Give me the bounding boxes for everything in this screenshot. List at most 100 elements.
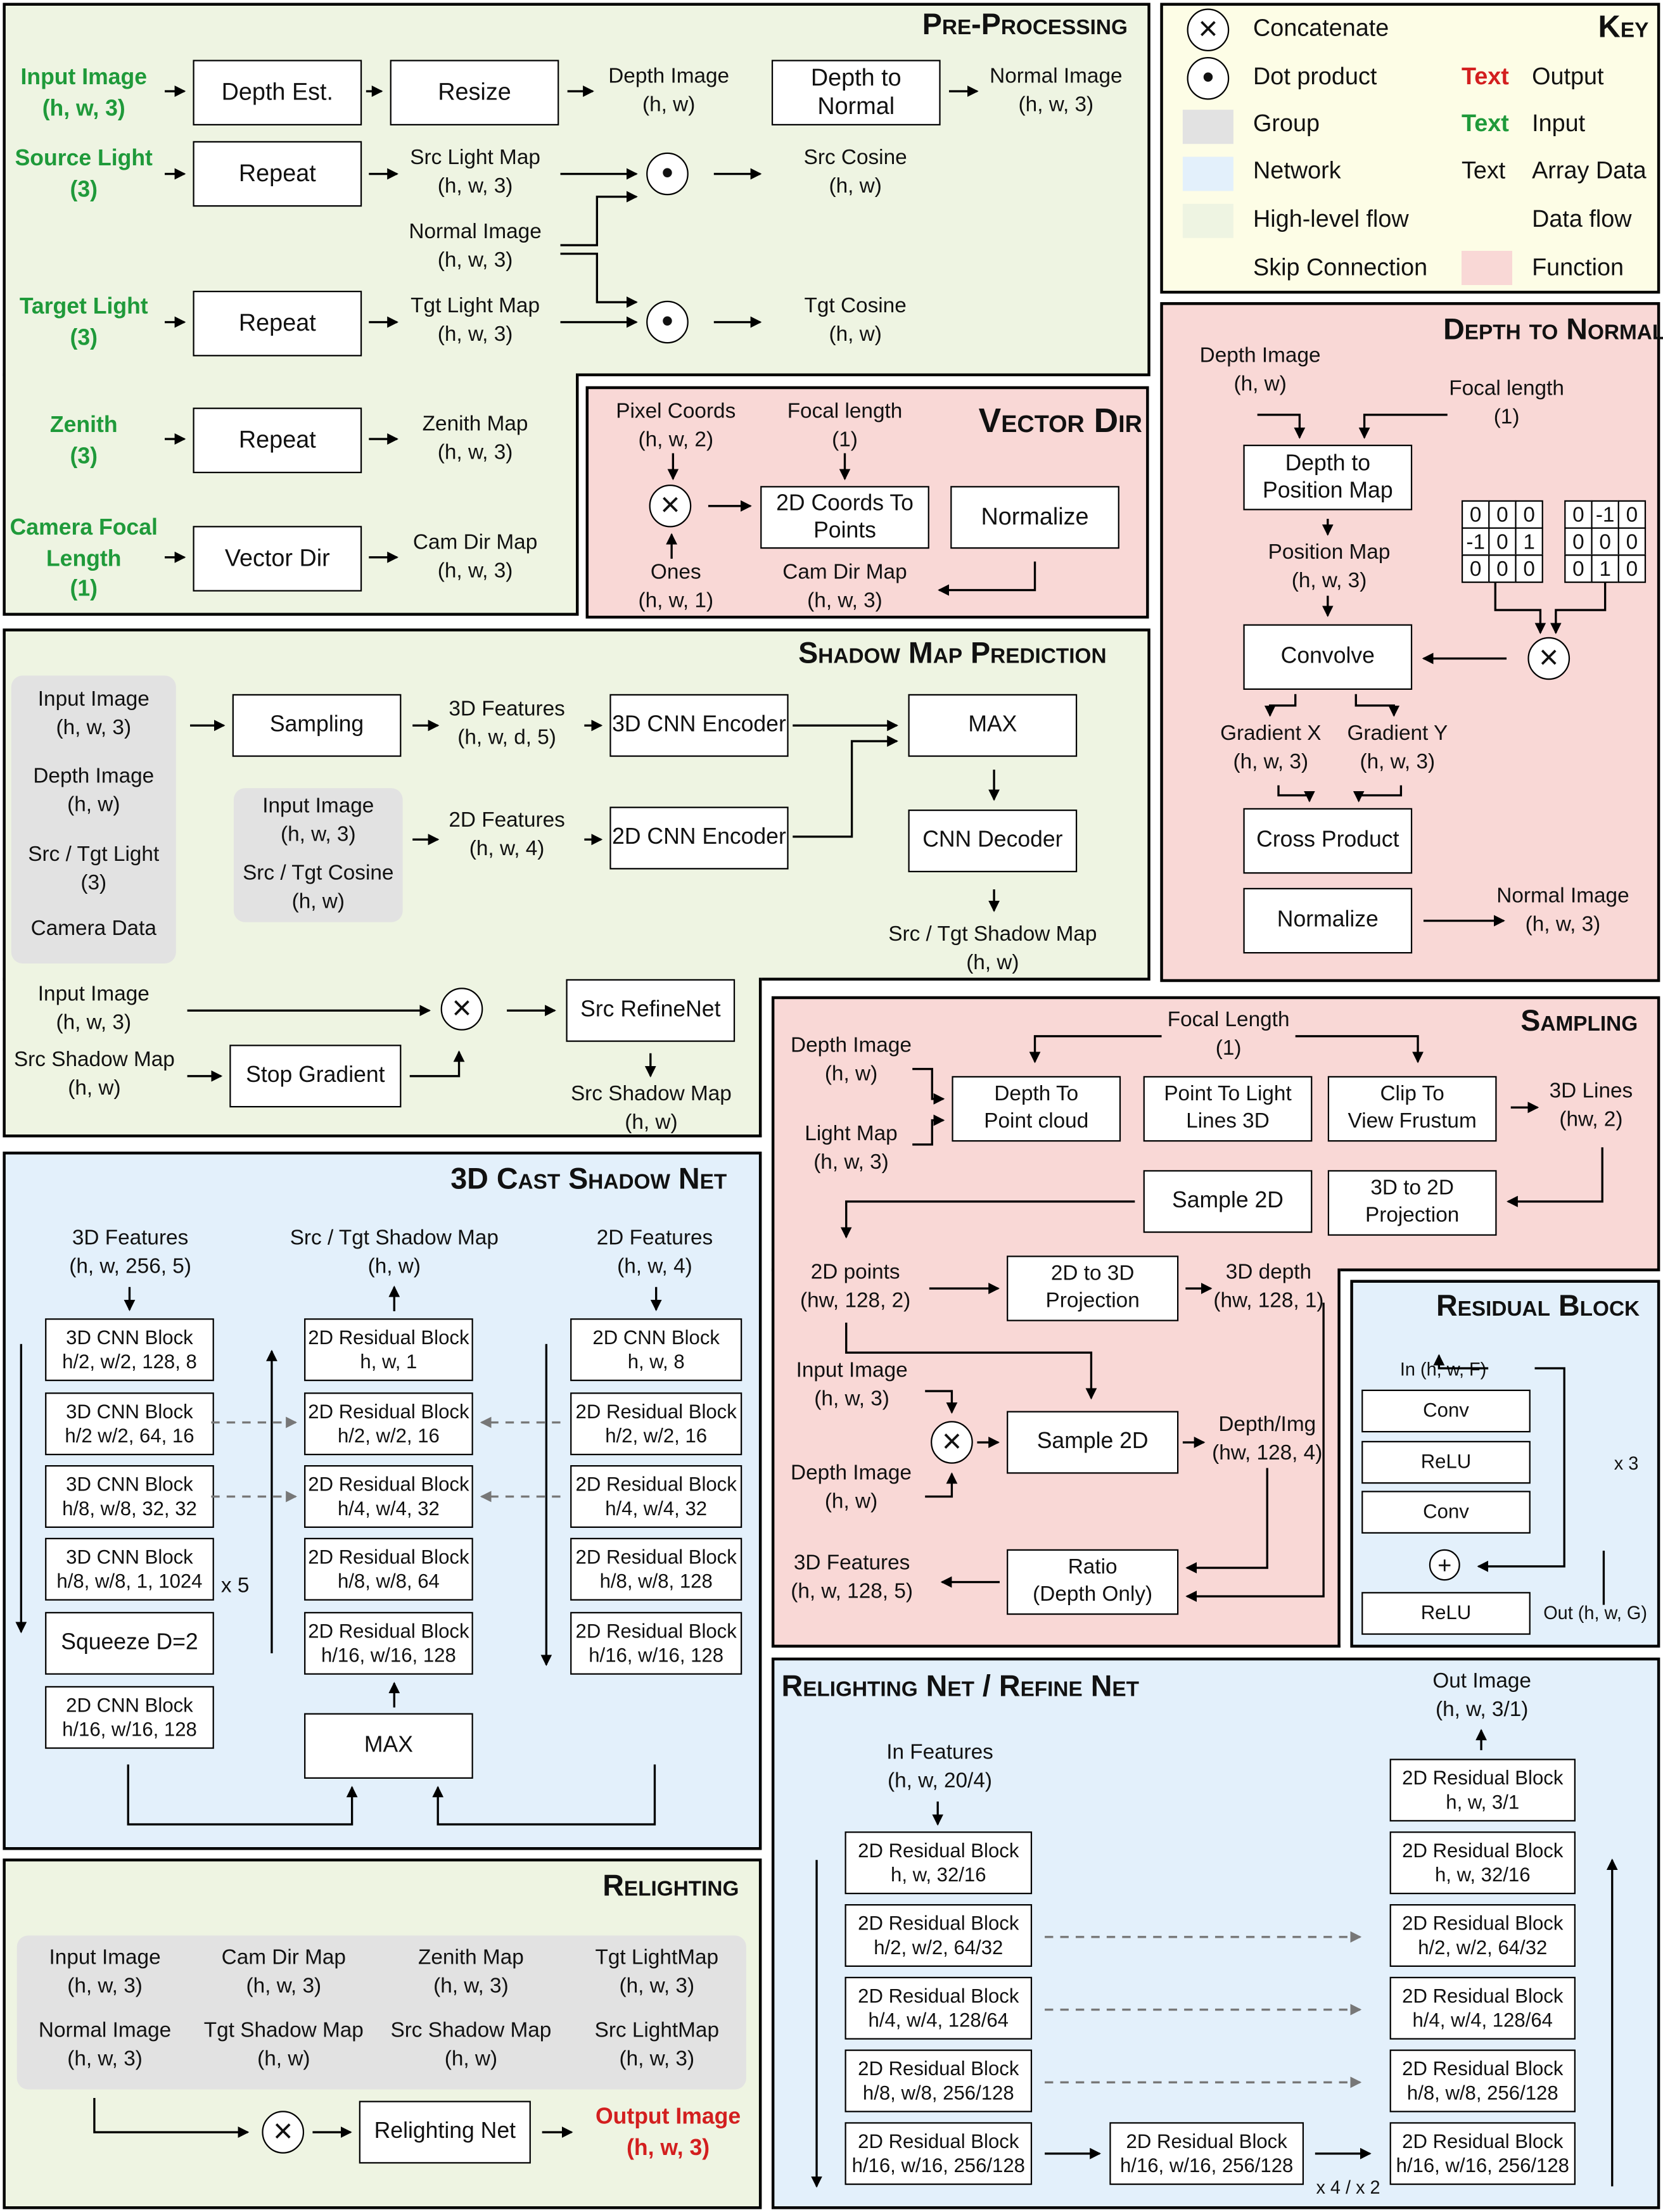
samp-points2d-label: 2D points (hw, 128, 2) xyxy=(800,1260,911,1313)
key-high-level-swatch xyxy=(1182,203,1233,238)
csn-mid-block: 2D Residual Block h/4, w/4, 32 xyxy=(304,1465,473,1528)
key-array-sample: Text xyxy=(1461,156,1506,184)
repeat-src-box: Repeat xyxy=(193,141,362,207)
smp-group-1 xyxy=(11,675,176,963)
resize-box: Resize xyxy=(390,60,559,125)
rn-left-block: 2D Residual Block h, w, 32/16 xyxy=(844,1831,1033,1895)
depth-est-box: Depth Est. xyxy=(193,60,362,125)
key-title: Key xyxy=(1598,8,1649,44)
enc2d-box: 2D CNN Encoder xyxy=(609,806,789,870)
samp-lines3d-label: 3D Lines (hw, 2) xyxy=(1549,1079,1633,1133)
src-cosine-label: Src Cosine (h, w) xyxy=(803,145,907,199)
cast-shadow-net-title: 3D Cast Shadow Net xyxy=(450,1163,727,1196)
csn-mid-block: 2D Residual Block h/2, w/2, 16 xyxy=(304,1392,473,1456)
relighting-input-label: Src Shadow Map (h, w) xyxy=(390,2018,552,2071)
repeat-tgt-box: Repeat xyxy=(193,291,362,357)
gradient-x-label: Gradient X (h, w, 3) xyxy=(1220,721,1322,775)
shadow-map-prediction-title: Shadow Map Prediction xyxy=(798,637,1107,670)
csn-shadow-map-label: Src / Tgt Shadow Map (h, w) xyxy=(290,1226,499,1279)
sampling-title: Sampling xyxy=(1520,1005,1638,1038)
enc3d-box: 3D CNN Encoder xyxy=(609,694,789,757)
smp-group-2 xyxy=(233,788,403,922)
rn-right-block: 2D Residual Block h/16, w/16, 256/128 xyxy=(1389,2122,1576,2185)
smp-g2-cosine: Src / Tgt Cosine (h, w) xyxy=(243,861,394,914)
pre-processing-title: Pre-Processing xyxy=(922,8,1128,42)
concat-samp-icon: × xyxy=(931,1421,973,1464)
smp-max-box: MAX xyxy=(908,694,1078,757)
dot-product-tgt-icon: • xyxy=(646,300,689,344)
rb-out-label: Out (h, w, G) xyxy=(1543,1602,1647,1624)
kernel-x-cell: 0 xyxy=(1461,554,1490,583)
csn-left-block: 3D CNN Block h/2 w/2, 64, 16 xyxy=(45,1392,214,1456)
key-function: Function xyxy=(1532,253,1624,281)
input-image-label: Input Image (h, w, 3) xyxy=(20,65,148,121)
kernel-x-cell: 0 xyxy=(1488,527,1517,556)
rb-conv2-box: Conv xyxy=(1361,1491,1531,1534)
rn-right-block: 2D Residual Block h, w, 3/1 xyxy=(1389,1758,1576,1822)
camera-focal-label: Camera Focal Length (1) xyxy=(10,516,158,602)
rb-relu2-box: ReLU xyxy=(1361,1592,1531,1635)
csn-feat2d-label: 2D Features (h, w, 4) xyxy=(596,1226,713,1279)
relighting-input-label: Input Image (h, w, 3) xyxy=(49,1945,161,1999)
target-light-label: Target Light (3) xyxy=(19,295,148,350)
key-data-flow: Data flow xyxy=(1532,205,1632,232)
smp-shadow-map-label: Src / Tgt Shadow Map (h, w) xyxy=(888,922,1097,976)
rn-left-block: 2D Residual Block h/16, w/16, 256/128 xyxy=(844,2122,1033,2185)
key-array-data: Array Data xyxy=(1532,156,1647,184)
smp-feat2d-label: 2D Features (h, w, 4) xyxy=(449,808,565,861)
key-output-sample: Text xyxy=(1461,63,1509,90)
relighting-input-label: Tgt Shadow Map (h, w) xyxy=(203,2018,364,2071)
convolve-box: Convolve xyxy=(1243,624,1413,690)
samp-focal-length-label: Focal Length (1) xyxy=(1167,1007,1290,1061)
key-high-level-flow: High-level flow xyxy=(1253,205,1409,232)
kernel-x-cell: 1 xyxy=(1515,527,1543,556)
sample2d-a-box: Sample 2D xyxy=(1143,1170,1313,1233)
rb-conv1-box: Conv xyxy=(1361,1389,1531,1433)
rn-left-block: 2D Residual Block h/8, w/8, 256/128 xyxy=(844,2049,1033,2113)
kernel-y-cell: -1 xyxy=(1591,500,1619,529)
normalize-dn-box: Normalize xyxy=(1243,887,1413,954)
depth-to-pc-box: Depth To Point cloud xyxy=(952,1076,1121,1142)
pre-processing-panel xyxy=(3,3,1150,376)
csn-left-block: 2D CNN Block h/16, w/16, 128 xyxy=(45,1686,214,1749)
csn-right-block: 2D Residual Block h/4, w/4, 32 xyxy=(570,1465,742,1528)
key-input-sample: Text xyxy=(1461,110,1509,137)
key-network-swatch xyxy=(1182,156,1233,191)
rn-out-image-label: Out Image (h, w, 3/1) xyxy=(1432,1669,1532,1722)
samp-light-map-label: Light Map (h, w, 3) xyxy=(805,1121,898,1175)
gradient-y-label: Gradient Y (h, w, 3) xyxy=(1347,721,1448,775)
kernel-x-cell: -1 xyxy=(1461,527,1490,556)
csn-x5-label: x 5 xyxy=(220,1573,250,1598)
samp-depth-image-label: Depth Image (h, w) xyxy=(791,1033,912,1087)
dn-focal-length-label: Focal length (1) xyxy=(1449,376,1564,429)
kernel-y-cell: 0 xyxy=(1617,500,1647,529)
csn-left-block: 3D CNN Block h/8, w/8, 1, 1024 xyxy=(45,1537,214,1601)
csn-right-block: 2D Residual Block h/2, w/2, 16 xyxy=(570,1392,742,1456)
rn-x4x2-label: x 4 / x 2 xyxy=(1316,2176,1380,2198)
key-group-swatch xyxy=(1182,110,1233,144)
smp-g2-input-image: Input Image (h, w, 3) xyxy=(262,794,374,848)
concat-smp-icon: × xyxy=(440,988,483,1031)
kernel-x-cell: 0 xyxy=(1515,500,1543,529)
cnn-decoder-box: CNN Decoder xyxy=(908,810,1078,872)
concat-relight-icon: × xyxy=(262,2111,305,2154)
relighting-input-label: Tgt LightMap (h, w, 3) xyxy=(595,1945,719,1999)
coords-to-points-box: 2D Coords To Points xyxy=(760,486,929,549)
key-concat-icon: × xyxy=(1187,8,1230,51)
kernel-y-cell: 1 xyxy=(1591,554,1619,583)
zenith-map-label: Zenith Map (h, w, 3) xyxy=(422,412,528,466)
kernel-x-cell: 0 xyxy=(1488,500,1517,529)
smp-g1-input-image: Input Image (h, w, 3) xyxy=(37,687,150,741)
samp-depth-image2-label: Depth Image (h, w) xyxy=(791,1461,912,1515)
vector-dir-box: Vector Dir xyxy=(193,526,362,592)
csn-mid-block: 2D Residual Block h, w, 1 xyxy=(304,1318,473,1382)
kernel-y-cell: 0 xyxy=(1591,527,1619,556)
dn-depth-image-label: Depth Image (h, w) xyxy=(1199,343,1321,397)
normalize-vd-box: Normalize xyxy=(950,486,1119,549)
csn-right-block: 2D CNN Block h, w, 8 xyxy=(570,1318,742,1382)
relighting-input-label: Normal Image (h, w, 3) xyxy=(38,2018,172,2071)
csn-mid-block: 2D Residual Block h/16, w/16, 128 xyxy=(304,1611,473,1675)
kernel-y-cell: 0 xyxy=(1564,554,1593,583)
key-function-swatch xyxy=(1461,251,1512,285)
position-map-label: Position Map (h, w, 3) xyxy=(1268,540,1391,594)
